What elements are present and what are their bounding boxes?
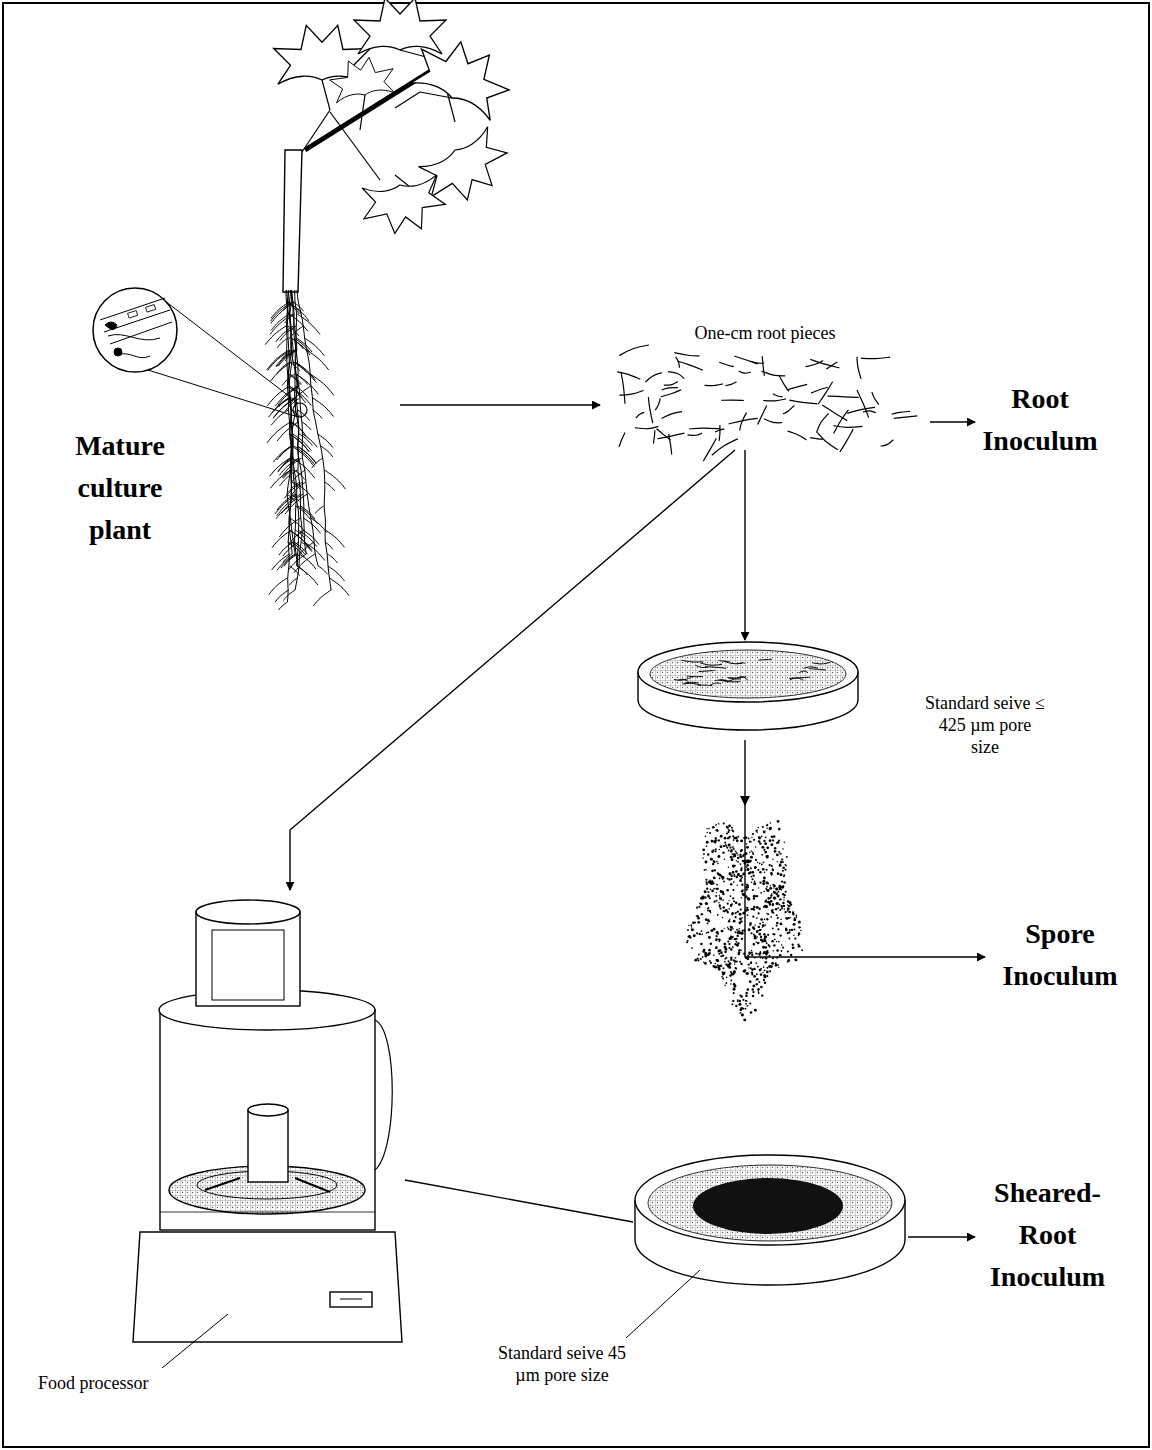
leader-line <box>162 1314 228 1368</box>
arrowhead <box>740 796 750 806</box>
sieve-45 <box>635 1155 905 1285</box>
sieve-node: Standard seive ≤ 425 µm pore size <box>636 640 860 740</box>
stage-label: Sheared-Root Inoculum <box>975 1172 1120 1298</box>
stage-label: Mature culture plant <box>50 425 190 551</box>
sieve-425 <box>638 642 858 730</box>
food-processor <box>133 900 402 1342</box>
leader-line <box>626 1270 700 1338</box>
sieve-node: Standard seive 45 µm pore size <box>633 1152 908 1292</box>
part-label: Standard seive ≤ 425 µm pore size <box>925 692 1045 758</box>
root-pieces-node: One-cm root pieces <box>600 322 930 450</box>
culture-plant <box>93 0 519 610</box>
flow-arrow <box>745 740 985 957</box>
flow-arrow <box>290 450 735 890</box>
processor-node: Food processor <box>130 890 405 1345</box>
flow-arrow <box>400 404 600 405</box>
flow-arrow <box>744 450 745 640</box>
part-label: Food processor <box>38 1372 188 1394</box>
part-label: One-cm root pieces <box>600 322 930 344</box>
flow-arrow <box>930 421 975 422</box>
stage-label: Spore Inoculum <box>985 913 1135 997</box>
inoculum-label: Root Inoculum <box>975 378 1105 466</box>
frame <box>3 3 1149 1447</box>
plant-node: Mature culture plant <box>255 10 400 600</box>
stage-label: Root Inoculum <box>975 378 1105 462</box>
root-pieces <box>617 345 917 461</box>
inoculum-label: Sheared-Root Inoculum <box>975 1172 1120 1302</box>
flow-arrow <box>405 1180 633 1222</box>
part-label: Standard seive 45 µm pore size <box>497 1342 627 1386</box>
flow-arrow <box>908 1236 975 1237</box>
inoculum-label: Spore Inoculum <box>985 913 1135 1001</box>
